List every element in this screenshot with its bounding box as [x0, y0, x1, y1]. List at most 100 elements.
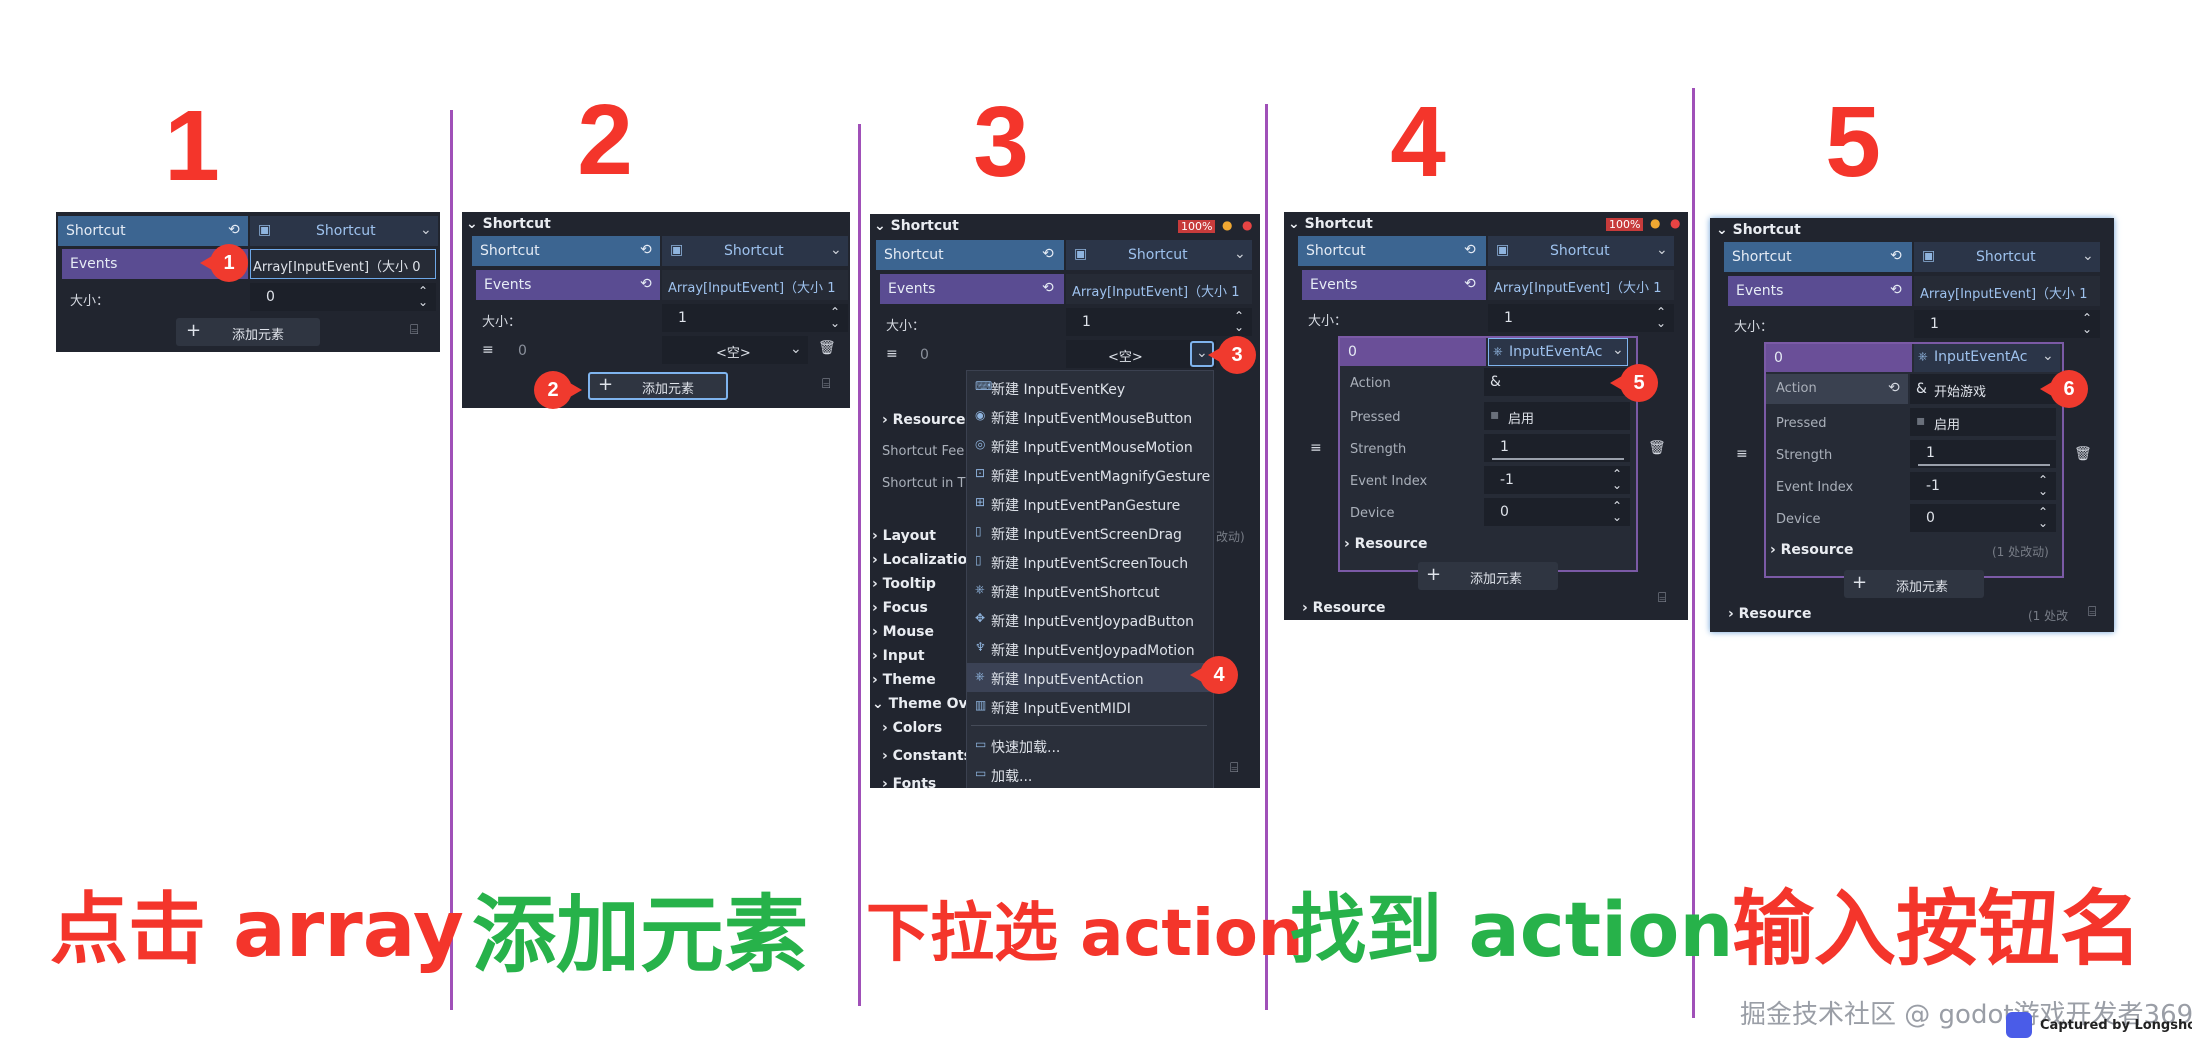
action-field[interactable]: & — [1484, 368, 1630, 396]
section-focus[interactable]: › Focus — [872, 600, 928, 616]
pin-icon[interactable]: ⌸ — [822, 376, 831, 392]
pressed-checkbox[interactable]: ▪ 启用 — [1910, 408, 2056, 436]
add-element-button[interactable]: + 添加元素 — [176, 318, 320, 346]
revert-icon[interactable]: ⟲ — [640, 242, 652, 258]
pin-icon[interactable]: ⌸ — [2088, 604, 2097, 620]
section-shortcut[interactable]: ⌄ Shortcut — [466, 216, 551, 232]
menu-item-inputeventscreendrag[interactable]: ▯新建 InputEventScreenDrag — [975, 524, 1182, 543]
shortcut-property-label[interactable]: Shortcut ⟲ — [1724, 242, 1912, 272]
section-input[interactable]: › Input — [872, 648, 925, 664]
events-array-button[interactable]: Array[InputEvent]（大小 1 — [1914, 276, 2100, 306]
menu-item-inputeventpangesture[interactable]: ⊞新建 InputEventPanGesture — [975, 495, 1181, 514]
pressed-checkbox[interactable]: ▪ 启用 — [1484, 402, 1630, 430]
spin-arrows-icon[interactable]: ⌃⌄ — [2082, 311, 2093, 336]
size-spinbox[interactable]: 0 ⌃⌄ — [250, 283, 436, 311]
resource-section-outer[interactable]: › Resource — [1728, 606, 1812, 622]
shortcut-resource-picker[interactable]: ▣ Shortcut ⌄ — [250, 216, 438, 246]
subsection-constants[interactable]: › Constants — [882, 748, 972, 764]
add-element-button[interactable]: + 添加元素 — [1418, 562, 1558, 590]
section-shortcut[interactable]: ⌄ Shortcut — [874, 218, 959, 234]
revert-icon[interactable]: ⟲ — [640, 276, 652, 292]
spin-arrows-icon[interactable]: ⌃⌄ — [2038, 505, 2049, 530]
chevron-down-icon[interactable]: ⌄ — [1234, 246, 1246, 262]
action-field[interactable]: & 开始游戏 — [1910, 374, 2056, 404]
device-spinbox[interactable]: 0 ⌃⌄ — [1910, 504, 2056, 532]
menu-item-inputeventmousemotion[interactable]: ◎新建 InputEventMouseMotion — [975, 437, 1193, 456]
spin-arrows-icon[interactable]: ⌃⌄ — [1612, 499, 1623, 524]
event-index-spinbox[interactable]: -1 ⌃⌄ — [1484, 466, 1630, 494]
device-spinbox[interactable]: 0 ⌃⌄ — [1484, 498, 1630, 526]
drag-handle-icon[interactable]: ≡ — [886, 346, 898, 362]
trash-icon[interactable]: 🗑 — [818, 340, 836, 356]
menu-item-inputeventkey[interactable]: ⌨新建 InputEventKey — [975, 379, 1126, 398]
events-array-button[interactable]: Array[InputEvent]（大小 0 — [250, 249, 436, 279]
shortcut-property-label[interactable]: Shortcut ⟲ — [58, 216, 248, 246]
section-tooltip[interactable]: › Tooltip — [872, 576, 936, 592]
size-spinbox[interactable]: 1 ⌃⌄ — [1914, 310, 2100, 338]
menu-item-inputeventscreentouch[interactable]: ▯新建 InputEventScreenTouch — [975, 553, 1189, 572]
chevron-down-icon[interactable]: ⌄ — [1612, 342, 1624, 358]
chevron-down-icon[interactable]: ⌄ — [2042, 348, 2054, 364]
resource-section[interactable]: › Resource — [1344, 536, 1428, 552]
element-resource-picker[interactable]: ⎈ InputEventAc — [1488, 338, 1628, 366]
drag-handle-icon[interactable]: ≡ — [1310, 440, 1322, 456]
events-array-button[interactable]: Array[InputEvent]（大小 1 — [1066, 274, 1252, 304]
pin-icon[interactable]: ⌸ — [1658, 590, 1667, 606]
size-spinbox[interactable]: 1 ⌃⌄ — [662, 304, 848, 332]
resource-section[interactable]: › Resource — [1770, 542, 1854, 558]
revert-icon[interactable]: ⟲ — [1042, 246, 1054, 262]
menu-item-inputeventshortcut[interactable]: ⎈新建 InputEventShortcut — [975, 582, 1160, 601]
menu-item-inputeventjoypadbutton[interactable]: ✥新建 InputEventJoypadButton — [975, 611, 1195, 630]
element-value-picker[interactable]: <空> ⌄ — [662, 336, 808, 364]
strength-slider[interactable]: 1 — [1484, 434, 1630, 462]
event-index-spinbox[interactable]: -1 ⌃⌄ — [1910, 472, 2056, 500]
chevron-down-icon[interactable]: ⌄ — [790, 341, 802, 357]
menu-item-inputeventaction[interactable]: ⎈新建 InputEventAction — [967, 663, 1213, 692]
section-localization[interactable]: › Localization — [872, 552, 978, 568]
revert-icon[interactable]: ⟲ — [1464, 242, 1476, 258]
spin-arrows-icon[interactable]: ⌃⌄ — [2038, 473, 2049, 498]
shortcut-property-label[interactable]: Shortcut ⟲ — [876, 240, 1064, 270]
section-shortcut[interactable]: ⌄ Shortcut — [1716, 222, 1801, 238]
chevron-down-icon[interactable]: ⌄ — [830, 242, 842, 258]
drag-handle-icon[interactable]: ≡ — [482, 342, 494, 358]
trash-icon[interactable]: 🗑 — [2074, 446, 2092, 462]
shortcut-property-label[interactable]: Shortcut ⟲ — [472, 236, 660, 266]
menu-item-load[interactable]: ▭加载... — [975, 766, 1033, 785]
add-element-button[interactable]: + 添加元素 — [1844, 570, 1984, 598]
resource-section[interactable]: › Resource — [882, 412, 966, 428]
section-layout[interactable]: › Layout — [872, 528, 936, 544]
section-theme-overrides[interactable]: ⌄ Theme Over — [872, 696, 985, 712]
element-resource-picker[interactable]: ⎈ InputEventAc ⌄ — [1914, 344, 2060, 372]
menu-item-inputeventmagnifygesture[interactable]: ⊡新建 InputEventMagnifyGesture — [975, 466, 1211, 485]
strength-slider[interactable]: 1 — [1910, 440, 2056, 468]
shortcut-resource-picker[interactable]: ▣ Shortcut ⌄ — [662, 236, 848, 266]
revert-icon[interactable]: ⟲ — [1890, 282, 1902, 298]
menu-item-inputeventjoypadmotion[interactable]: ♆新建 InputEventJoypadMotion — [975, 640, 1195, 659]
spin-arrows-icon[interactable]: ⌃⌄ — [830, 305, 841, 330]
revert-icon[interactable]: ⟲ — [228, 222, 240, 238]
spin-arrows-icon[interactable]: ⌃⌄ — [418, 284, 429, 309]
chevron-down-icon[interactable]: ⌄ — [2082, 248, 2094, 264]
menu-item-quick-load[interactable]: ▭快速加载... — [975, 737, 1061, 756]
shortcut-resource-picker[interactable]: ▣ Shortcut ⌄ — [1488, 236, 1674, 266]
add-element-button[interactable]: + 添加元素 — [588, 372, 728, 400]
drag-handle-icon[interactable]: ≡ — [1736, 446, 1748, 462]
resource-section-outer[interactable]: › Resource — [1302, 600, 1386, 616]
menu-item-inputeventmousebutton[interactable]: ◉新建 InputEventMouseButton — [975, 408, 1193, 427]
subsection-fonts[interactable]: › Fonts — [882, 776, 937, 788]
pin-icon[interactable]: ⌸ — [410, 322, 419, 338]
shortcut-property-label[interactable]: Shortcut ⟲ — [1298, 236, 1486, 266]
spin-arrows-icon[interactable]: ⌃⌄ — [1656, 305, 1667, 330]
section-shortcut[interactable]: ⌄ Shortcut — [1288, 216, 1373, 232]
spin-arrows-icon[interactable]: ⌃⌄ — [1234, 309, 1245, 334]
revert-icon[interactable]: ⟲ — [1888, 380, 1900, 396]
shortcut-resource-picker[interactable]: ▣ Shortcut ⌄ — [1914, 242, 2100, 272]
size-spinbox[interactable]: 1 ⌃⌄ — [1488, 304, 1674, 332]
trash-icon[interactable]: 🗑 — [1648, 440, 1666, 456]
events-array-button[interactable]: Array[InputEvent]（大小 1 — [662, 270, 848, 300]
revert-icon[interactable]: ⟲ — [1890, 248, 1902, 264]
section-mouse[interactable]: › Mouse — [872, 624, 935, 640]
revert-icon[interactable]: ⟲ — [1464, 276, 1476, 292]
chevron-down-icon[interactable]: ⌄ — [420, 222, 432, 238]
